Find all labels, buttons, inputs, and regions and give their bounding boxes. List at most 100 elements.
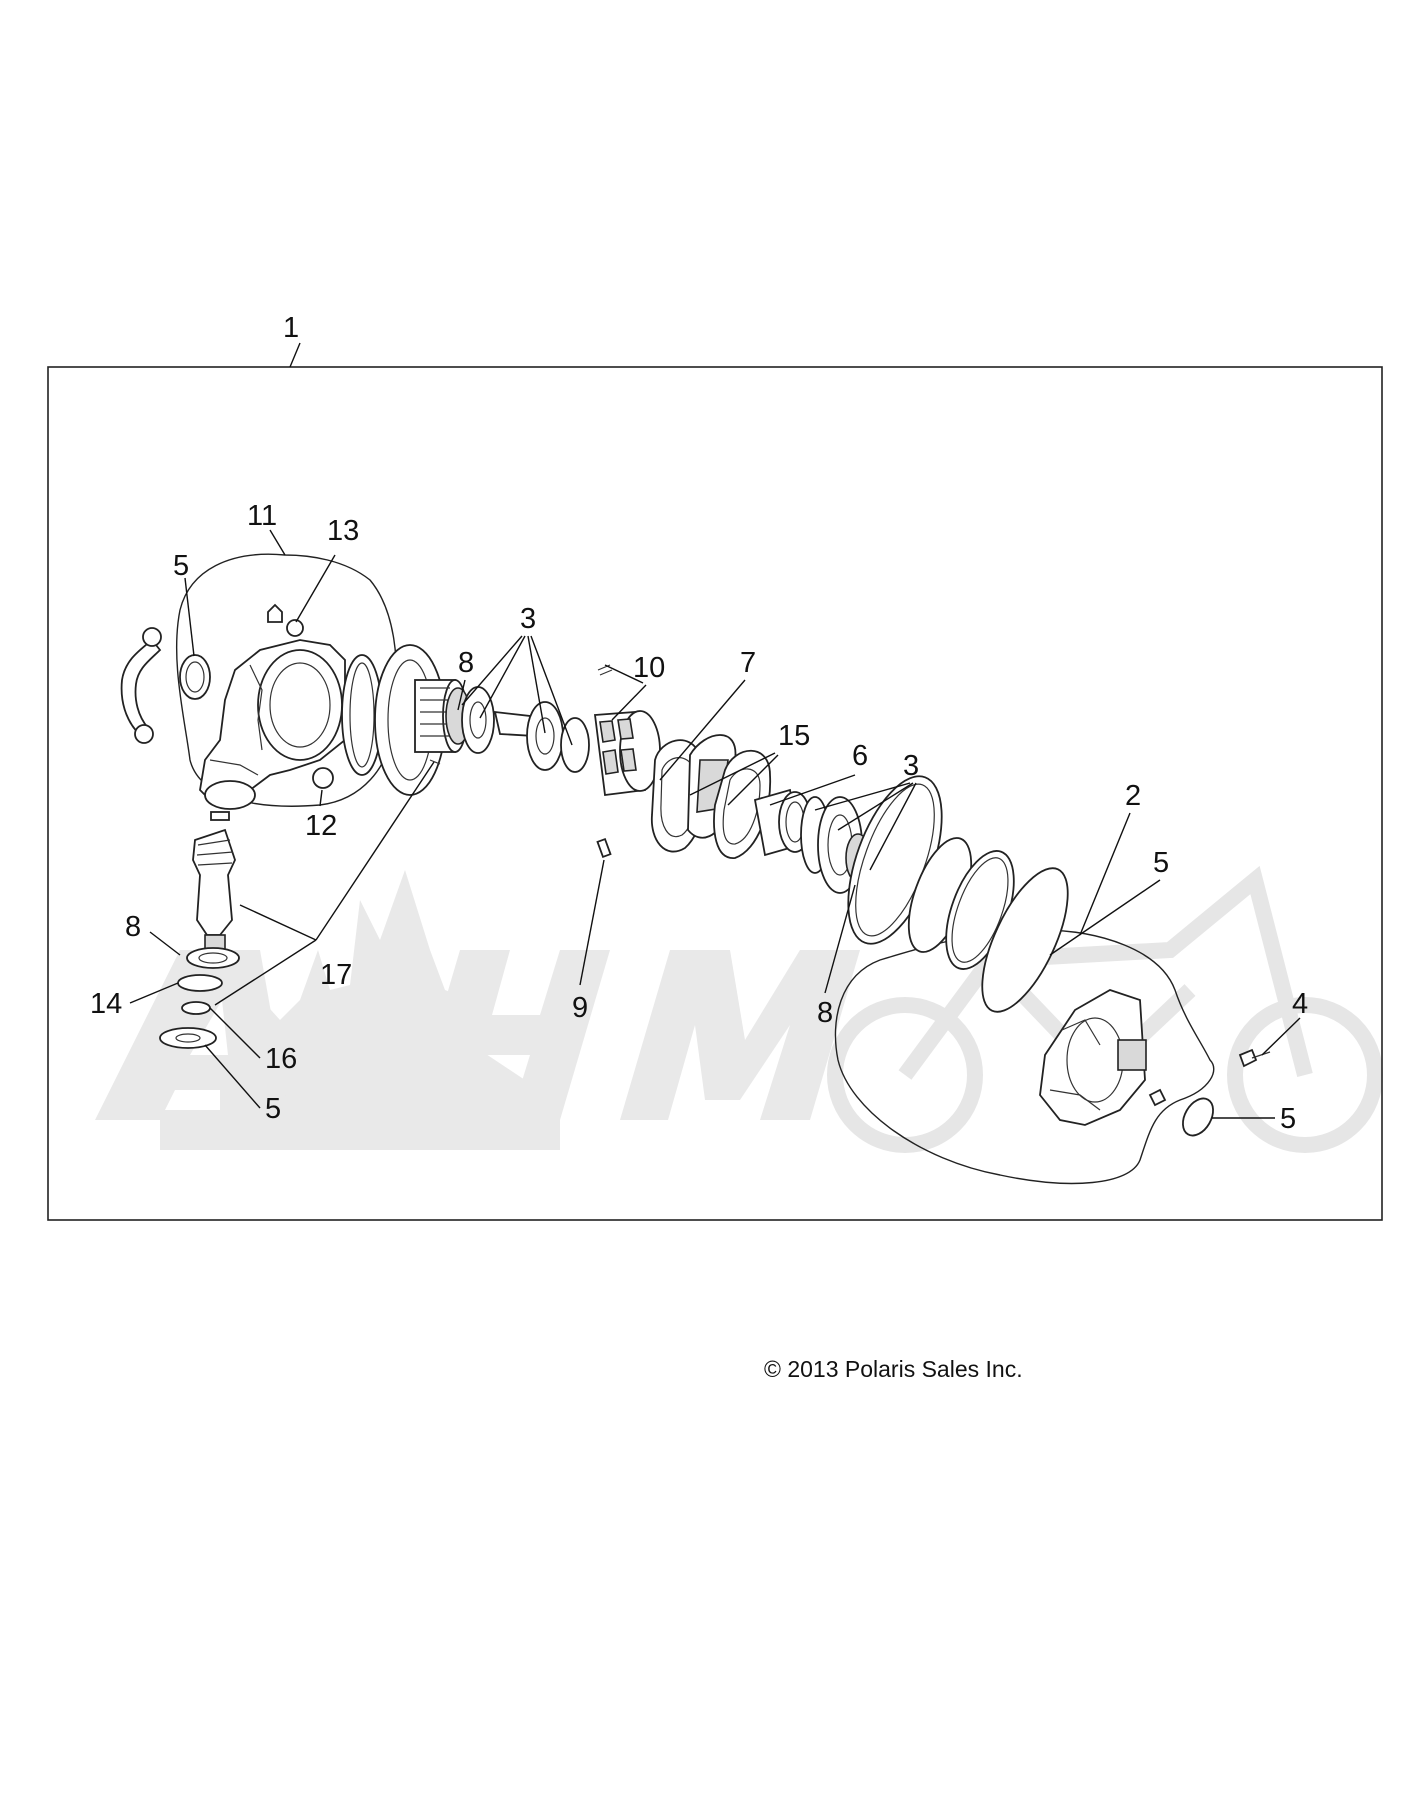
leader-1 bbox=[289, 342, 301, 368]
ring-gear-hub bbox=[341, 644, 590, 796]
rear-cover-body bbox=[1039, 989, 1146, 1126]
callout-2: 2 bbox=[1125, 780, 1141, 812]
leader-8b bbox=[149, 931, 181, 956]
race-3c bbox=[560, 717, 590, 773]
roller-elements bbox=[599, 718, 637, 775]
rear-cover-stud bbox=[1148, 1088, 1167, 1107]
leader-11 bbox=[269, 529, 286, 556]
seal-5d bbox=[1182, 1097, 1214, 1137]
callout-16: 16 bbox=[265, 1043, 297, 1075]
pinion-gear bbox=[192, 828, 236, 936]
bearing-8b-inner bbox=[198, 952, 228, 964]
leader-8a bbox=[457, 679, 466, 711]
seal-5c bbox=[159, 1027, 217, 1049]
leader-3a-1 bbox=[461, 635, 523, 706]
bearing-3b-inner bbox=[535, 717, 555, 755]
rear-cover-ribs bbox=[1049, 1019, 1101, 1111]
seal-ring-outer-inner bbox=[951, 857, 1009, 963]
leader-3b-2 bbox=[837, 782, 914, 831]
callout-8c: 8 bbox=[817, 997, 833, 1029]
armature-plates bbox=[651, 734, 772, 859]
callout-5b: 5 bbox=[1153, 847, 1169, 879]
bearing-3a bbox=[461, 686, 495, 754]
bolt-4-shank bbox=[1251, 1051, 1271, 1059]
callout-3b: 3 bbox=[903, 750, 919, 782]
cap-13 bbox=[286, 619, 304, 637]
watermark-logo bbox=[95, 865, 1383, 1153]
leader-4 bbox=[1261, 1017, 1301, 1056]
leader-17-c bbox=[214, 939, 317, 1006]
roller-cage bbox=[593, 664, 661, 859]
dowel-17 bbox=[429, 759, 441, 765]
pin-9 bbox=[596, 837, 612, 859]
leader-13 bbox=[295, 554, 336, 623]
callout-8b: 8 bbox=[125, 911, 141, 943]
leader-3b-3 bbox=[869, 782, 917, 871]
callout-8a: 8 bbox=[458, 647, 474, 679]
leader-10a bbox=[604, 664, 644, 684]
vent-tube-fitting-top bbox=[142, 627, 162, 647]
leader-9 bbox=[579, 859, 605, 986]
housing-bore-inner bbox=[269, 662, 331, 748]
watermark-wheel-rear bbox=[827, 997, 983, 1153]
seal-5a-inner bbox=[185, 661, 205, 693]
leader-5a bbox=[184, 577, 195, 657]
ring-14 bbox=[177, 974, 223, 992]
front-housing-group-outline bbox=[175, 553, 398, 807]
drain-plug-12 bbox=[312, 767, 334, 789]
leader-10b bbox=[611, 684, 647, 721]
bearing-3a-inner bbox=[469, 701, 487, 739]
callout-15: 15 bbox=[778, 720, 810, 752]
housing-ribs bbox=[209, 664, 263, 776]
leader-3a-3 bbox=[527, 635, 546, 734]
callout-5c: 5 bbox=[265, 1093, 281, 1125]
leader-12 bbox=[319, 789, 323, 807]
leader-3a-2 bbox=[479, 635, 526, 719]
callout-17: 17 bbox=[320, 959, 352, 991]
copyright-notice: © 2013 Polaris Sales Inc. bbox=[764, 1356, 1023, 1382]
callout-7: 7 bbox=[740, 647, 756, 679]
callout-12: 12 bbox=[305, 810, 337, 842]
callout-labels: 1 11 13 5 3 8 10 7 15 6 3 2 5 12 8 17 14… bbox=[90, 312, 1308, 1135]
callout-10: 10 bbox=[633, 652, 665, 684]
seal-5a bbox=[179, 654, 211, 700]
callout-3a: 3 bbox=[520, 603, 536, 635]
watermark-letters bbox=[95, 950, 860, 1120]
callout-14: 14 bbox=[90, 988, 122, 1020]
leader-17-a bbox=[239, 904, 317, 941]
bolt-4 bbox=[1238, 1048, 1258, 1068]
leader-3a-4 bbox=[530, 635, 573, 746]
vent-tube-fitting-bottom bbox=[134, 724, 154, 744]
leader-15a bbox=[689, 752, 776, 796]
front-gearcase-housing bbox=[120, 603, 346, 821]
leader-8c bbox=[824, 884, 856, 994]
leader-6 bbox=[769, 774, 856, 806]
leader-14 bbox=[129, 982, 179, 1004]
leader-17-b bbox=[315, 761, 435, 941]
leader-15b bbox=[727, 754, 779, 806]
pins-10 bbox=[597, 664, 613, 676]
leader-2 bbox=[1079, 812, 1131, 936]
housing-pinion-bore bbox=[204, 780, 256, 810]
callout-13: 13 bbox=[327, 515, 359, 547]
watermark-wheel-front bbox=[1227, 997, 1383, 1153]
spacer-ring-inner bbox=[349, 662, 375, 768]
leader-3b-1 bbox=[814, 782, 911, 811]
callout-1: 1 bbox=[283, 312, 299, 344]
plate-6-inner bbox=[722, 768, 761, 845]
callout-5a: 5 bbox=[173, 550, 189, 582]
callout-11: 11 bbox=[247, 500, 277, 532]
pinion-teeth bbox=[196, 839, 234, 866]
bearing-8b bbox=[186, 947, 240, 969]
leader-16 bbox=[209, 1007, 261, 1059]
rear-cover-connector bbox=[1117, 1039, 1147, 1071]
seal-5c-inner bbox=[175, 1033, 201, 1043]
rear-seals bbox=[847, 775, 1069, 1013]
callout-4: 4 bbox=[1292, 988, 1308, 1020]
leader-5b bbox=[1049, 879, 1161, 956]
callout-6: 6 bbox=[852, 740, 868, 772]
rear-cover-group-outline bbox=[834, 929, 1215, 1185]
pinion-shaft bbox=[159, 828, 240, 1049]
